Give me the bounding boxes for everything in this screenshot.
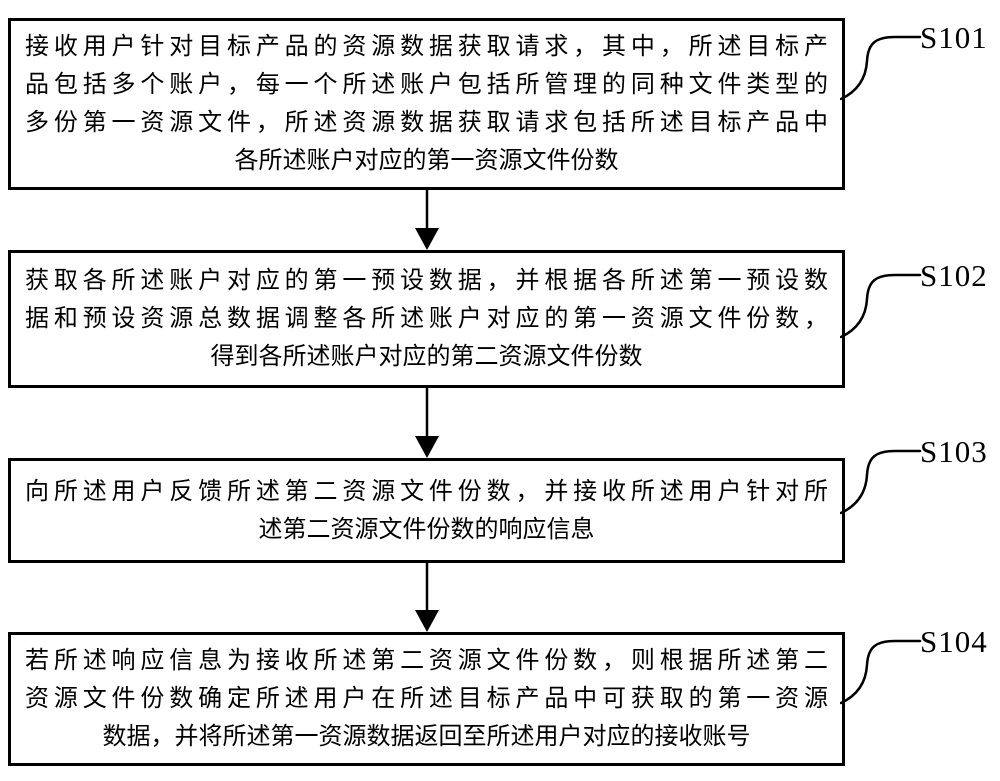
step-text-line: 述第二资源文件份数的响应信息 xyxy=(258,516,595,543)
step-label: S103 xyxy=(920,434,988,469)
flow-step-box-s101: 接收用户针对目标产品的资源数据获取请求，其中，所述目标产 品包括多个账户，每一个… xyxy=(8,18,845,190)
step-connector-curve xyxy=(840,639,922,705)
flow-step-box-s104: 若所述响应信息为接收所述第二资源文件份数，则根据所述第二 资源文件份数确定所述用… xyxy=(8,632,845,766)
step-label: S102 xyxy=(920,258,988,293)
step-text-line: 得到各所述账户对应的第二资源文件份数 xyxy=(210,344,643,370)
step-text-line: 接收用户针对目标产品的资源数据获取请求，其中，所述目标产 xyxy=(25,34,828,60)
step-text-line: 多份第一资源文件，所述资源数据获取请求包括所述目标产品中 xyxy=(25,110,828,136)
down-arrow xyxy=(415,190,439,250)
flow-step-box-s102: 获取各所述账户对应的第一预设数据，并根据各所述第一预设数 据和预设资源总数据调整… xyxy=(8,250,845,388)
step-connector-curve xyxy=(840,35,922,101)
down-arrow xyxy=(415,388,439,458)
step-label: S101 xyxy=(920,20,988,55)
down-arrow xyxy=(415,563,439,632)
step-text-line: 向所述用户反馈所述第二资源文件份数，并接收所述用户针对所 xyxy=(25,478,828,505)
step-text-line: 品包括多个账户，每一个所述账户包括所管理的同种文件类型的 xyxy=(25,72,828,98)
step-text-line: 资源文件份数确定所述用户在所述目标产品中可获取的第一资源 xyxy=(25,686,828,712)
step-label: S104 xyxy=(920,624,988,659)
flow-step-box-s103: 向所述用户反馈所述第二资源文件份数，并接收所述用户针对所 述第二资源文件份数的响… xyxy=(8,458,845,563)
step-text-line: 若所述响应信息为接收所述第二资源文件份数，则根据所述第二 xyxy=(25,648,828,674)
step-text-line: 各所述账户对应的第一资源文件份数 xyxy=(234,148,619,174)
step-text-line: 据和预设资源总数据调整各所述账户对应的第一资源文件份数， xyxy=(25,306,828,332)
step-connector-curve xyxy=(840,273,922,339)
step-text-line: 数据，并将所述第一资源数据返回至所述用户对应的接收账号 xyxy=(102,724,751,750)
step-text-line: 获取各所述账户对应的第一预设数据，并根据各所述第一预设数 xyxy=(25,268,828,294)
step-connector-curve xyxy=(840,449,922,515)
